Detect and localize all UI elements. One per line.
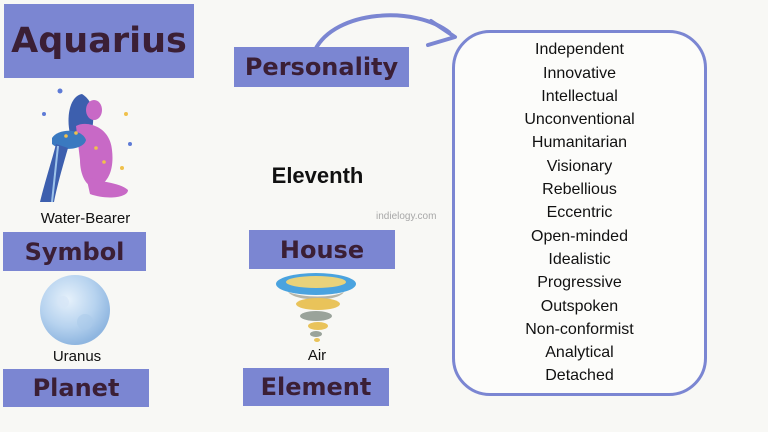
uranus-planet-illustration	[40, 275, 110, 345]
planet-value: Uranus	[52, 348, 102, 365]
house-label: House	[279, 235, 365, 264]
watermark: indielogy.com	[376, 211, 437, 222]
element-label-box: Element	[243, 368, 389, 406]
trait-item: Detached	[545, 367, 614, 385]
trait-item: Outspoken	[540, 297, 619, 315]
trait-item: Humanitarian	[531, 134, 628, 152]
trait-item: Visionary	[546, 157, 613, 175]
personality-label-box: Personality	[234, 47, 409, 87]
trait-item: Unconventional	[524, 111, 635, 129]
symbol-label-box: Symbol	[3, 232, 146, 271]
house-label-box: House	[249, 230, 395, 269]
title-box: Aquarius	[4, 4, 194, 78]
trait-item: Analytical	[545, 344, 614, 362]
trait-item: Intellectual	[541, 87, 618, 105]
trait-item: Idealistic	[548, 250, 611, 268]
symbol-label: Symbol	[24, 237, 125, 266]
page-title: Aquarius	[11, 21, 187, 61]
trait-item: Eccentric	[546, 204, 613, 222]
planet-label-box: Planet	[3, 369, 149, 407]
symbol-value: Water-Bearer	[40, 210, 131, 227]
air-tornado-illustration	[276, 273, 356, 342]
trait-item: Rebellious	[542, 181, 617, 199]
house-value: Eleventh	[271, 163, 364, 188]
trait-item: Innovative	[543, 64, 616, 82]
trait-item: Open-minded	[531, 227, 628, 245]
planet-label: Planet	[32, 374, 120, 402]
personality-label: Personality	[244, 53, 399, 81]
trait-item: Non-conformist	[525, 320, 634, 338]
arrow-icon	[313, 13, 457, 51]
trait-item: Progressive	[537, 274, 622, 292]
water-bearer-illustration	[40, 88, 132, 203]
element-label: Element	[260, 373, 372, 401]
trait-item: Independent	[535, 41, 624, 59]
element-value: Air	[307, 347, 327, 364]
